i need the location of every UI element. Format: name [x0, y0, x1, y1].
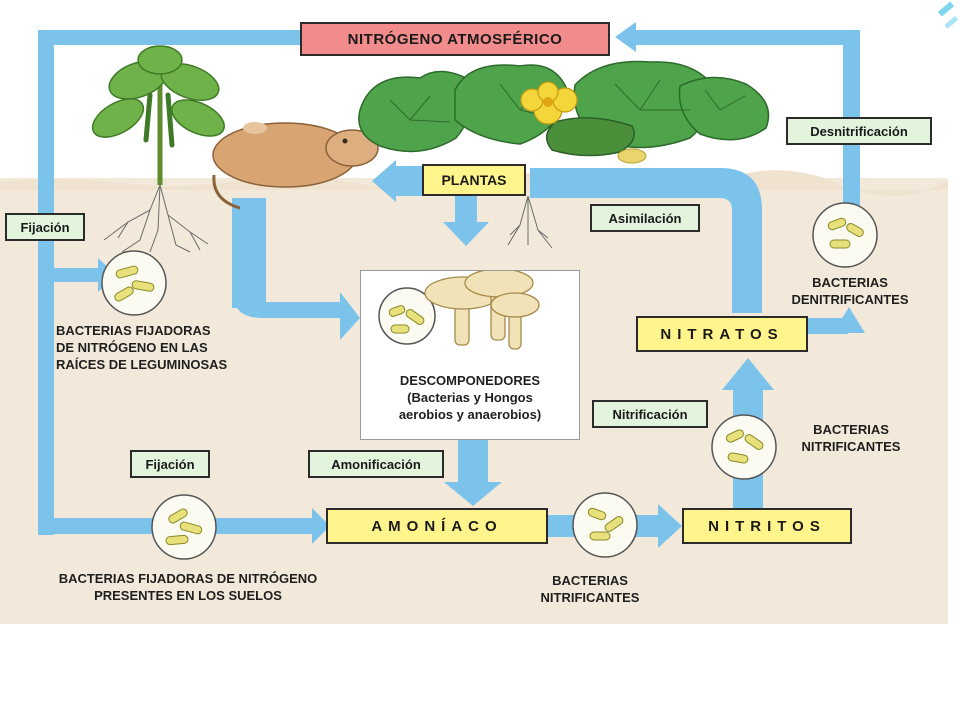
arrow-head-up-right — [833, 307, 865, 333]
soil-bacteria-line1: BACTERIAS FIJADORAS DE NITRÓGENO — [58, 571, 318, 586]
nitrifying-bacteria-caption-right: BACTERIAS NITRIFICANTES — [776, 421, 926, 455]
decomposers-line2: (Bacterias y Hongos — [407, 390, 533, 405]
decomposers-title: DESCOMPONEDORES — [399, 373, 541, 388]
soil-bacteria-caption: BACTERIAS FIJADORAS DE NITRÓGENO PRESENT… — [18, 570, 358, 604]
arrow-root-branch — [38, 268, 100, 282]
arrow-head-plants-left — [372, 160, 396, 202]
denitrifying-line2: DENITRIFICANTES — [791, 292, 909, 307]
denitrifying-line1: BACTERIAS — [812, 275, 888, 290]
bacteria-denitrifying — [812, 202, 878, 268]
nitrites-box: NITRITOS — [682, 508, 852, 544]
arrow-plants-left — [392, 166, 422, 196]
bacteria-soil — [151, 494, 217, 560]
corner-decoration — [937, 1, 959, 29]
arrow-head-nitrates — [722, 358, 774, 390]
squash-roots — [507, 195, 553, 249]
animal-illustration — [212, 122, 379, 210]
denitrifying-bacteria-caption: BACTERIAS DENITRIFICANTES — [770, 274, 930, 308]
ammonia-box: AMONÍACO — [326, 508, 548, 544]
arrow-to-ammonia — [215, 518, 315, 534]
root-bacteria-caption: BACTERIAS FIJADORAS DE NITRÓGENO EN LAS … — [56, 322, 227, 373]
root-bacteria-line3: RAÍCES DE LEGUMINOSAS — [56, 357, 228, 372]
arrow-head-into-title — [615, 22, 636, 52]
decomposers-caption: DESCOMPONEDORES (Bacterias y Hongos aero… — [360, 372, 580, 423]
assimilation-label: Asimilación — [590, 204, 700, 232]
ammonification-label: Amonificación — [308, 450, 444, 478]
nitrates-box: NITRATOS — [636, 316, 808, 352]
arrow-decomposers-down — [458, 440, 488, 486]
arrow-assimilation-top — [530, 168, 762, 210]
arrow-head-ammonia — [312, 508, 330, 544]
nitrifying-right-line2: NITRIFICANTES — [801, 439, 901, 454]
arrow-fixation-vertical — [38, 30, 54, 535]
decomposers-artwork — [378, 268, 540, 350]
arrow-plants-down — [455, 194, 477, 226]
decomposers-line3: aerobios y anaerobios) — [398, 407, 542, 422]
denitrification-label: Desnitrificación — [786, 117, 932, 145]
cycle-arrows — [38, 22, 865, 548]
legume-plant — [91, 45, 225, 185]
root-bacteria-line1: BACTERIAS FIJADORAS — [56, 323, 211, 338]
arrow-fixation-top — [38, 30, 300, 45]
nitrifying-right-line1: BACTERIAS — [813, 422, 889, 437]
arrow-to-nitrites — [632, 515, 662, 537]
decomposers-panel — [360, 268, 580, 440]
bacteria-nitrifying-right — [711, 414, 777, 480]
arrow-head-plants-down — [443, 222, 489, 246]
squash-plant — [358, 60, 770, 164]
nitrifying-bottom-line1: BACTERIAS — [552, 573, 628, 588]
nitrifying-bottom-line2: NITRIFICANTES — [540, 590, 640, 605]
root-bacteria-line2: DE NITRÓGENO EN LAS — [56, 340, 208, 355]
bacteria-nitrifying-bottom — [572, 492, 638, 558]
arrow-head-decomposers — [340, 292, 360, 340]
nitrifying-bacteria-caption-bottom: BACTERIAS NITRIFICANTES — [510, 572, 670, 606]
arrow-animal-down — [232, 198, 266, 308]
atmospheric-nitrogen-title: NITRÓGENO ATMOSFÉRICO — [300, 22, 610, 56]
plants-box: PLANTAS — [422, 164, 526, 196]
arrow-denitrification-top — [630, 30, 860, 45]
fixation-label-bottom: Fijación — [130, 450, 210, 478]
bacteria-root — [101, 250, 167, 316]
soil-bacteria-line2: PRESENTES EN LOS SUELOS — [94, 588, 282, 603]
arrow-ammonia-right — [548, 515, 578, 537]
legume-roots — [103, 184, 209, 253]
arrow-head-ammonia-down — [444, 482, 502, 506]
arrow-assimilation-vertical — [732, 205, 762, 313]
arrow-animal-curve — [232, 290, 342, 318]
arrow-soil-bacteria — [38, 518, 158, 534]
nitrification-label: Nitrificación — [592, 400, 708, 428]
fixation-label-top: Fijación — [5, 213, 85, 241]
arrow-head-nitrites — [658, 504, 682, 548]
